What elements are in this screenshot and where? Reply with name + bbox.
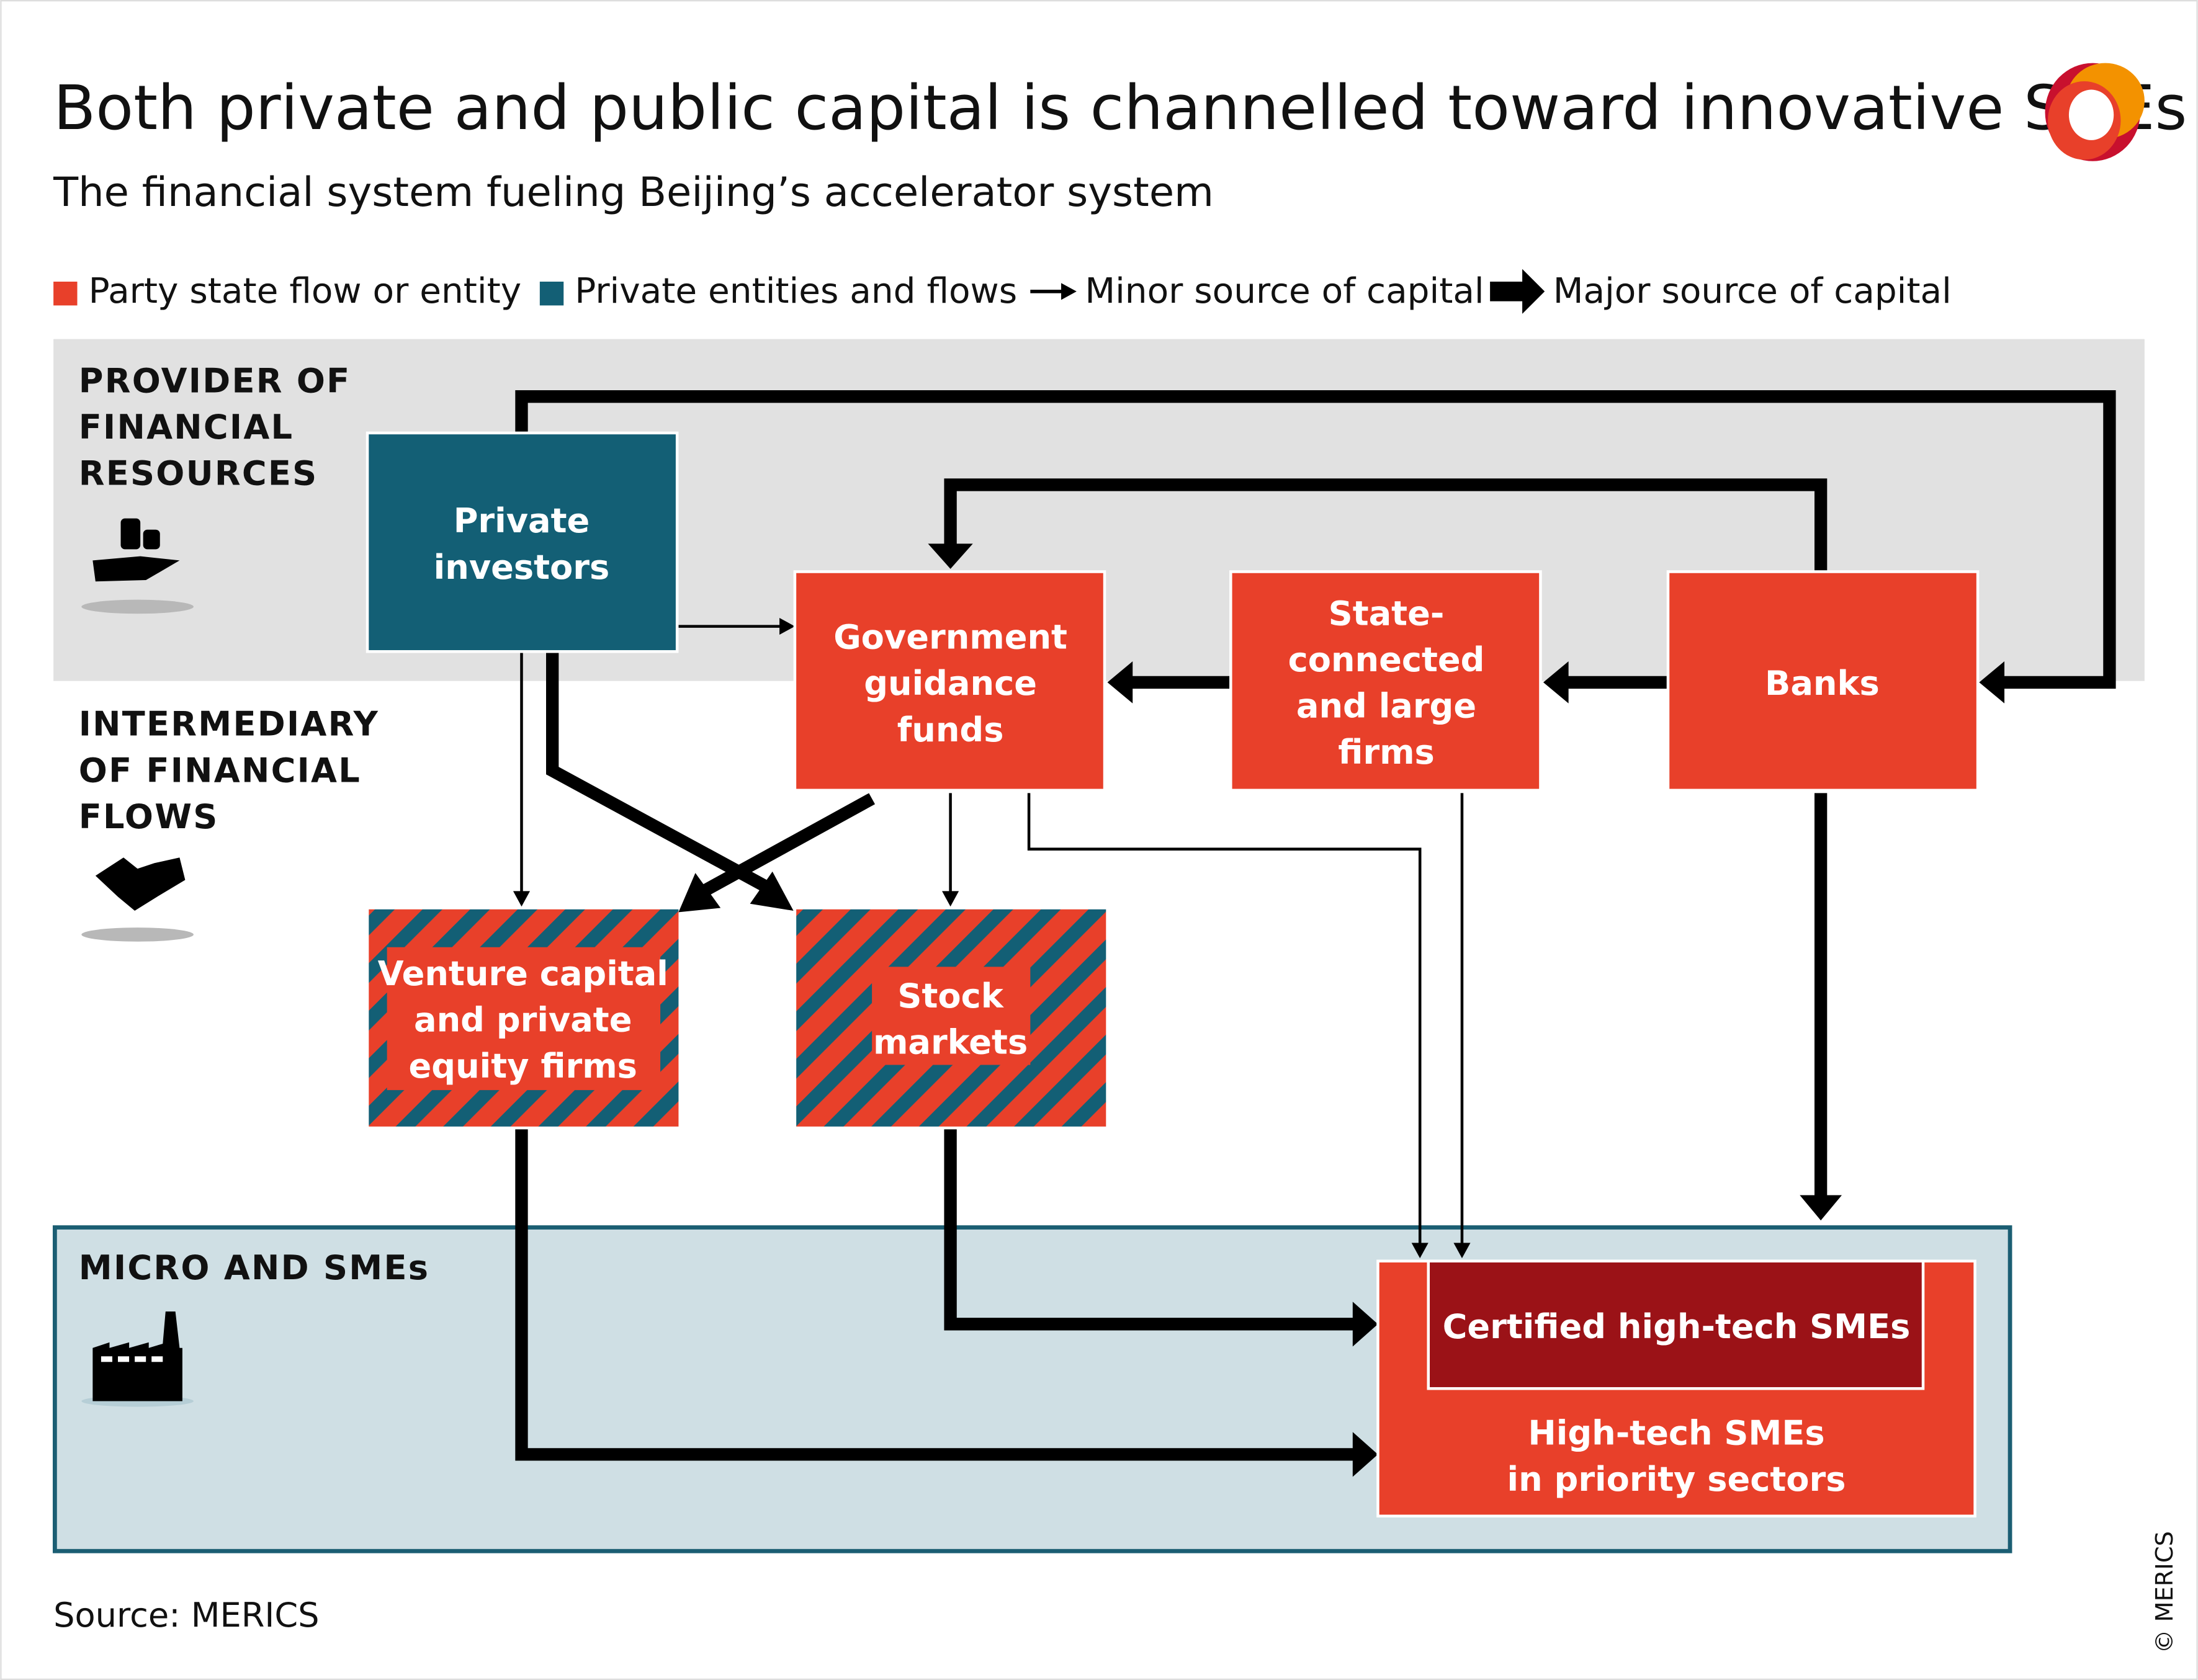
node-high-tech-smes: Certified high-tech SMEs High-tech SMEs … (1376, 1259, 1976, 1518)
node-label: and large (1296, 686, 1476, 725)
node-private-investors: Private investors (366, 431, 679, 653)
arrowhead (1543, 661, 1569, 704)
node-label: funds (897, 710, 1004, 749)
node-label: markets (873, 1022, 1028, 1061)
arrowhead (1979, 661, 2005, 704)
section-intermediary-line2: OF FINANCIAL (79, 751, 361, 790)
arrow-gov-to-vc (701, 793, 876, 897)
node-label: High-tech SMEs (1528, 1414, 1824, 1453)
arrow-private-to-stock (546, 653, 768, 891)
arrowhead (678, 873, 721, 913)
section-provider-line3: RESOURCES (79, 454, 318, 493)
arrow-private-to-banks (515, 390, 2116, 689)
node-banks: Banks (1666, 570, 1980, 792)
thick-arrow-icon (1490, 269, 1545, 314)
arrow-banks-to-gov (944, 478, 1828, 572)
hand-coins-icon (81, 518, 194, 614)
legend-major: Major source of capital (1553, 271, 1952, 311)
arrowhead (1352, 1302, 1378, 1347)
arrow-gov-to-certified (1027, 793, 1422, 1244)
node-stock-markets: Stock markets (796, 909, 1106, 1127)
arrow-vc-to-smes (515, 1129, 1355, 1461)
node-venture-capital: Venture capital and private equity firms (369, 909, 679, 1127)
factory-icon (81, 1311, 194, 1407)
node-label: Venture capital (378, 954, 668, 993)
node-label: and private (414, 1000, 632, 1039)
node-label: in priority sectors (1507, 1460, 1846, 1499)
section-intermediary-line3: FLOWS (79, 797, 219, 836)
arrowhead (779, 618, 795, 635)
legend-swatch-private (539, 281, 564, 306)
thin-arrow-icon (1030, 283, 1077, 300)
arrowhead (1411, 1243, 1429, 1259)
node-label: connected (1288, 640, 1485, 679)
copyright: © MERICS (2151, 1531, 2179, 1653)
node-label: equity firms (409, 1047, 637, 1086)
arrowhead (513, 891, 531, 907)
node-label: Government (833, 618, 1067, 657)
arrowhead (1352, 1432, 1378, 1477)
node-state-connected-firms: State- connected and large firms (1229, 570, 1542, 792)
section-intermediary-line1: INTERMEDIARY (79, 705, 379, 744)
merics-logo (2045, 63, 2145, 161)
node-label: Private (454, 501, 590, 540)
arrowhead (1453, 1243, 1471, 1259)
section-provider-line1: PROVIDER OF (79, 361, 351, 400)
node-label: firms (1338, 733, 1435, 772)
node-government-guidance-funds: Government guidance funds (793, 570, 1106, 792)
arrowhead (750, 871, 794, 911)
chart-subtitle: The financial system fueling Beijing’s a… (53, 169, 1214, 216)
chart-title: Both private and public capital is chann… (53, 73, 2187, 144)
node-label: Stock (897, 976, 1004, 1016)
arrowhead (928, 543, 973, 569)
node-label: Certified high-tech SMEs (1443, 1307, 1911, 1346)
section-micro: MICRO AND SMEs (79, 1248, 429, 1287)
node-label: investors (434, 548, 610, 587)
minor-flows (513, 618, 1471, 1259)
arrow-stock-to-smes (944, 1129, 1355, 1331)
section-provider-line2: FINANCIAL (79, 408, 294, 447)
node-label: Banks (1765, 664, 1880, 703)
legend-private: Private entities and flows (575, 271, 1017, 311)
legend-party-state: Party state flow or entity (89, 271, 522, 311)
source-note: Source: MERICS (53, 1596, 319, 1635)
legend-minor: Minor source of capital (1085, 271, 1484, 311)
major-flows (515, 390, 2116, 1477)
handshake-icon (81, 857, 194, 942)
legend-swatch-party-state (53, 281, 78, 306)
legend: Party state flow or entity Private entit… (53, 269, 1952, 314)
arrowhead (942, 891, 959, 907)
node-certified-high-tech-smes (1427, 1259, 1925, 1390)
node-label: guidance (864, 664, 1037, 703)
node-label: State- (1329, 594, 1445, 633)
arrowhead (1800, 1195, 1842, 1221)
arrowhead (1107, 661, 1133, 704)
